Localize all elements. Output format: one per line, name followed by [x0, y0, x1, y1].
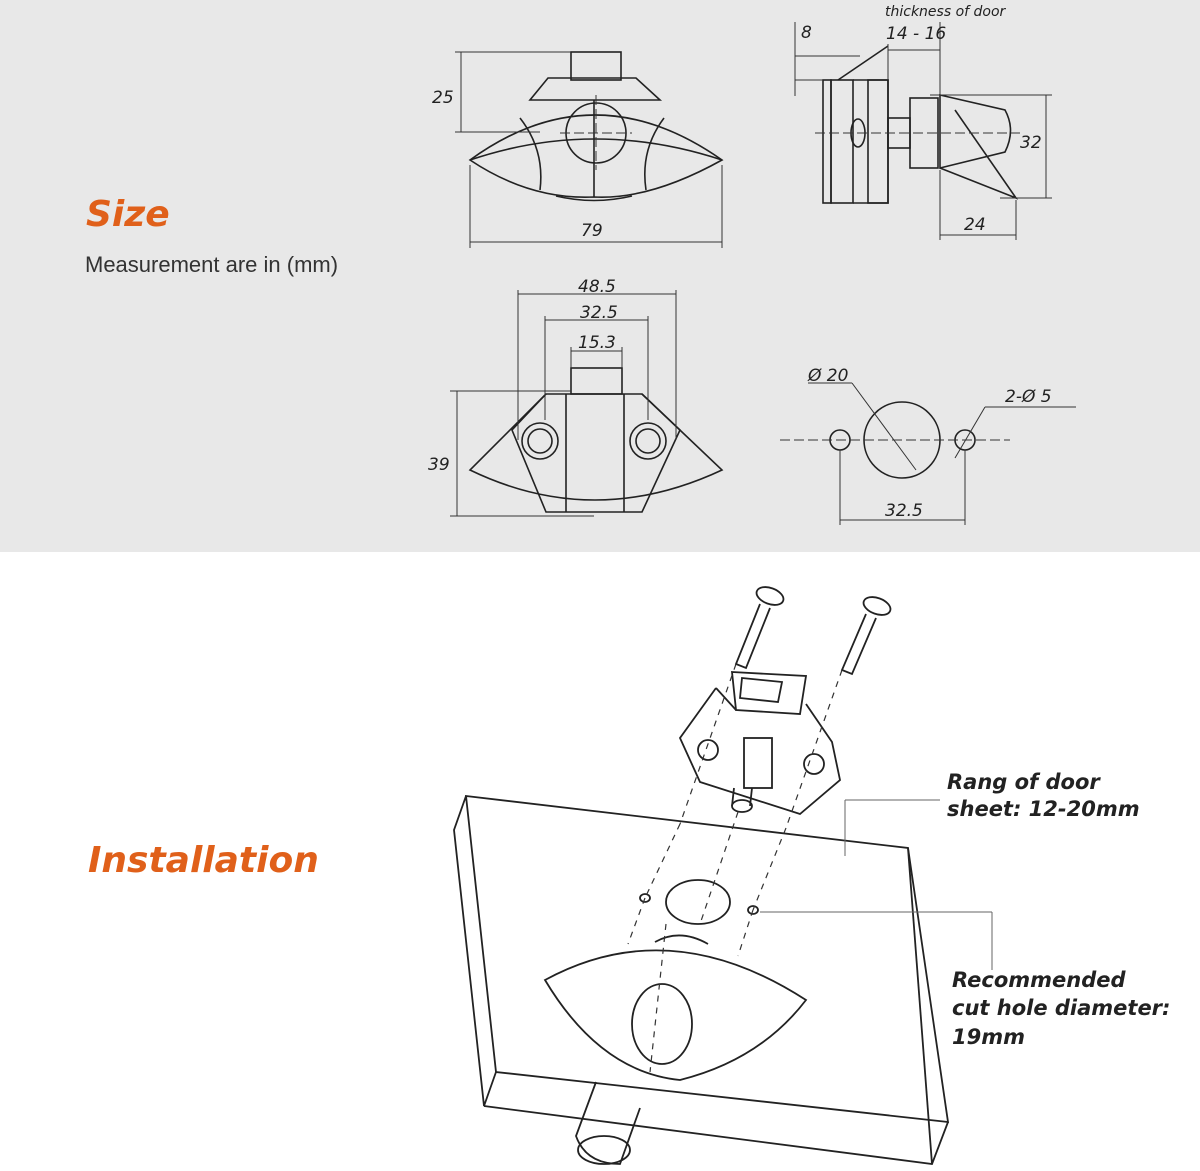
- size-heading: Size: [86, 194, 170, 235]
- door-range-note-line1: Rang of door: [947, 770, 1101, 794]
- dim-back-inner: 15.3: [578, 333, 616, 353]
- cut-hole-note-line3: 19mm: [952, 1025, 1025, 1049]
- cut-hole-note-line1: Recommended: [952, 968, 1126, 992]
- callout-lines: [760, 799, 993, 970]
- dim-door-thickness-label: thickness of door: [885, 4, 1007, 20]
- dim-door-thickness: 14 - 16: [886, 24, 946, 44]
- dim-side-depth: 24: [964, 215, 986, 235]
- back-view-drawing: [468, 367, 724, 513]
- handle-drawing: [543, 934, 808, 1165]
- screw-right-drawing: [840, 596, 892, 676]
- dim-hole-small: 2-Ø 5: [1005, 387, 1052, 407]
- screw-left-drawing: [734, 586, 785, 670]
- dim-back-mid: 32.5: [580, 303, 618, 323]
- side-view-drawing: [822, 45, 1019, 204]
- dim-hole-large: Ø 20: [807, 366, 848, 386]
- dim-hole-spacing: 32.5: [885, 501, 923, 521]
- dim-back-outer: 48.5: [578, 277, 616, 297]
- size-panel: Size Measurement are in (mm): [0, 0, 1200, 552]
- door-range-note-line2: sheet: 12-20mm: [947, 797, 1140, 821]
- measurement-note: Measurement are in (mm): [85, 252, 339, 277]
- latch-body-drawing: [678, 671, 841, 816]
- dim-front-height: 25: [432, 88, 454, 108]
- installation-heading: Installation: [88, 840, 319, 881]
- dimension-lines: [450, 22, 1076, 525]
- installation-drawing: Rang of door sheet: 12-20mm Recommended …: [453, 586, 1170, 1165]
- door-panel-drawing: [453, 794, 950, 1165]
- install-panel: Installation: [0, 552, 1200, 1171]
- install-guide-lines: [627, 663, 843, 1073]
- dim-front-width: 79: [581, 221, 603, 241]
- dim-side-height: 32: [1020, 133, 1042, 153]
- dim-side-lip: 8: [801, 23, 812, 43]
- dim-back-height: 39: [428, 455, 450, 475]
- size-drawings: 25 79 8 thickness of door 14 - 16 32 24 …: [428, 4, 1076, 525]
- cut-hole-note-line2: cut hole diameter:: [952, 996, 1170, 1020]
